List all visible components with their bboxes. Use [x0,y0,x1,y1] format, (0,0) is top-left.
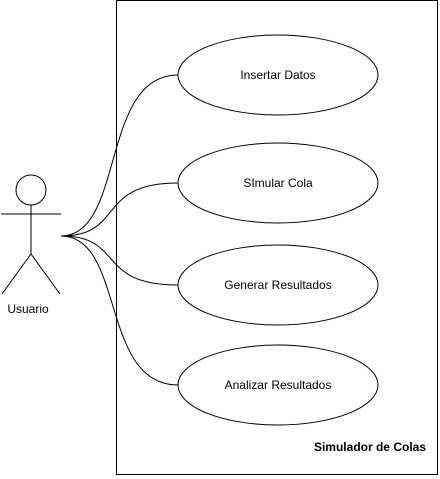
actor-label: Usuario [7,302,49,316]
associations [60,74,179,386]
use-case-ellipse [177,34,379,116]
use-case-label: SImular Cola [243,176,313,190]
system-title: Simulador de Colas [314,440,426,454]
association-analizar-resultados [60,235,179,386]
actor-right-leg [30,253,61,295]
use-case-generar-resultados: Generar Resultados [177,244,379,326]
use-case-simular-cola: SImular Cola [177,142,379,224]
association-simular-cola [60,182,179,237]
use-case-ellipse [177,244,379,326]
use-case-ellipse [177,344,379,426]
actor-usuario [1,174,61,295]
association-generar-resultados [60,235,179,286]
use-case-label: Generar Resultados [224,278,331,292]
use-case-insertar-datos: Insertar Datos [177,34,379,116]
use-case-label: Analizar Resultados [225,378,332,392]
use-case-label: Insertar Datos [240,68,315,82]
use-case-analizar-resultados: Analizar Resultados [177,344,379,426]
association-insertar-datos [60,74,179,237]
actor-head [15,174,47,206]
actor-left-leg [1,253,32,295]
use-case-ellipse [177,142,379,224]
